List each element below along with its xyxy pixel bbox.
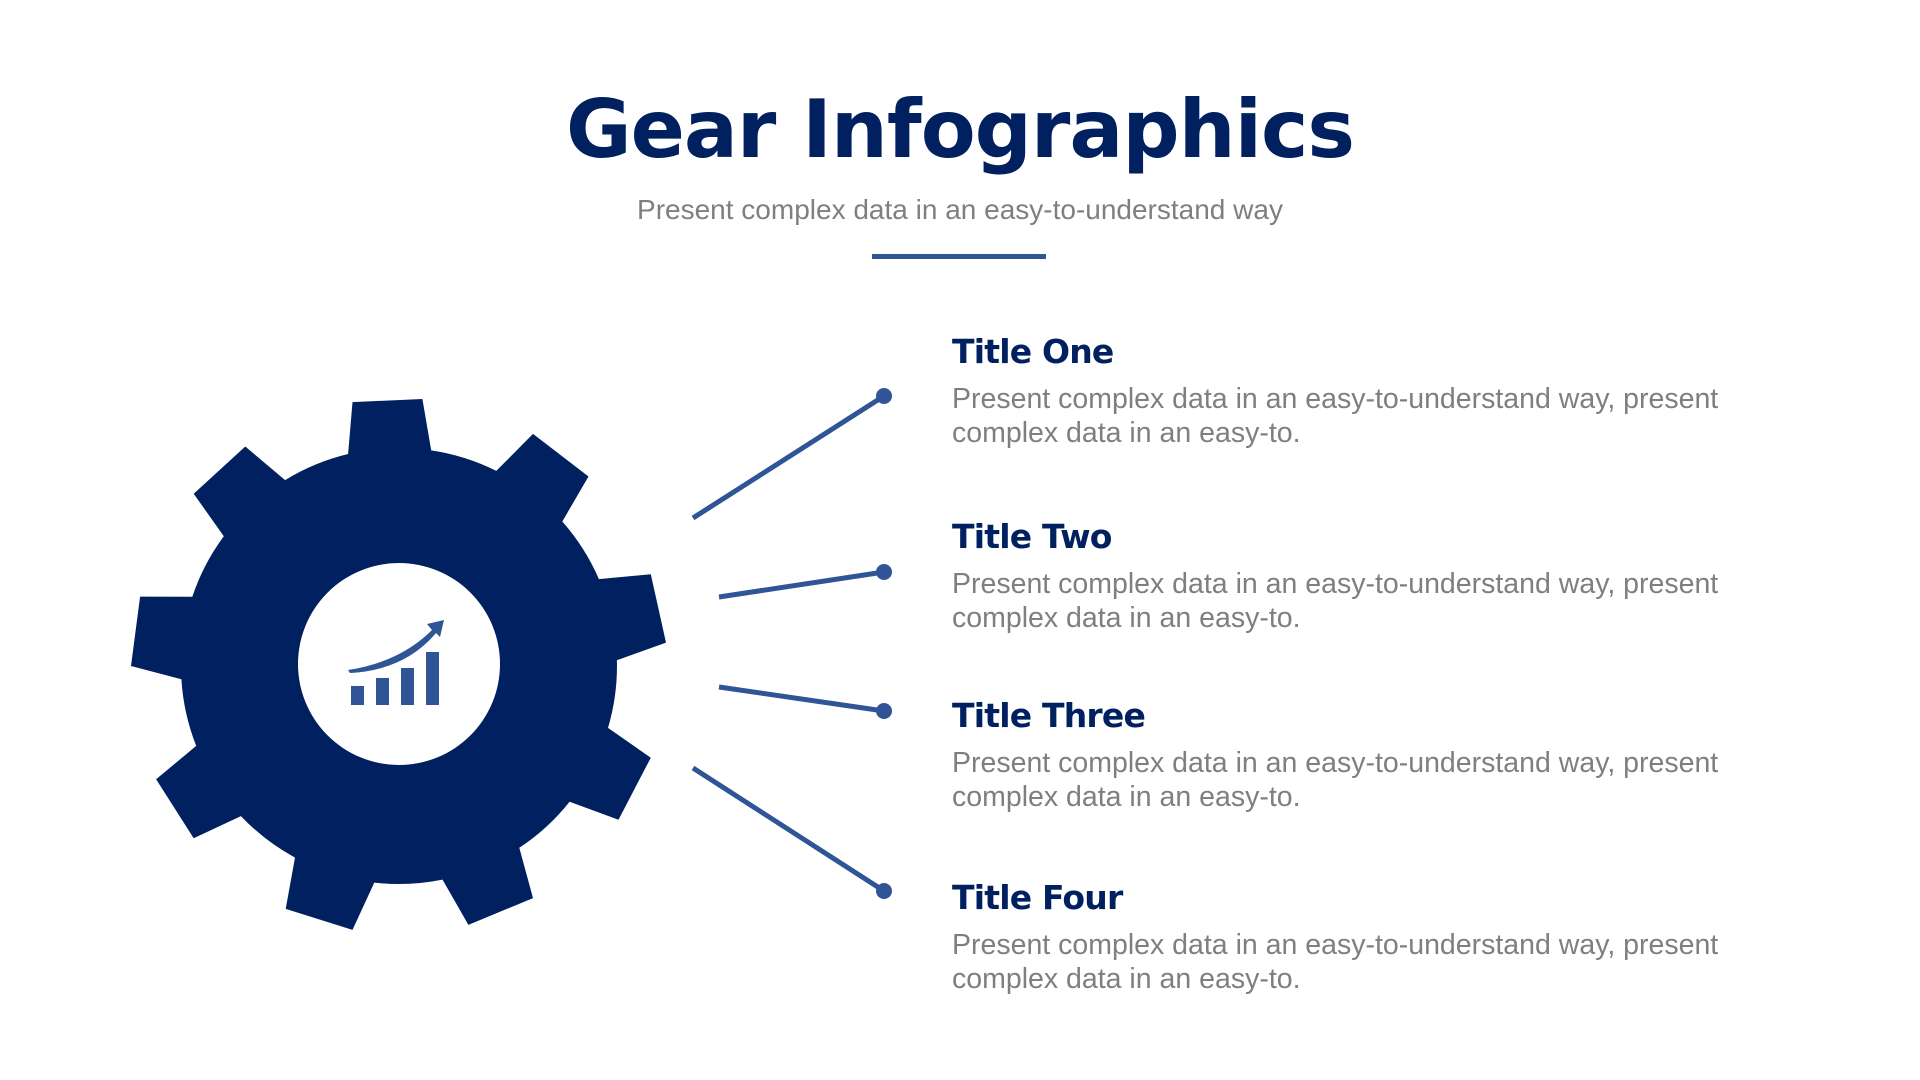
page-title: Gear Infographics [565, 83, 1355, 176]
item-description-line: complex data in an easy-to. [952, 602, 1301, 634]
gear-hub [298, 563, 500, 765]
connector-lines [691, 388, 892, 899]
item-description-line: Present complex data in an easy-to-under… [952, 568, 1719, 600]
item-description: Present complex data in an easy-to-under… [952, 928, 1812, 996]
page-subtitle: Present complex data in an easy-to-under… [637, 194, 1283, 225]
connector-line-2 [718, 569, 885, 600]
info-item-1: Title One Present complex data in an eas… [952, 332, 1812, 450]
connector-line-3 [718, 684, 885, 714]
info-item-4: Title Four Present complex data in an ea… [952, 878, 1812, 996]
title-divider [872, 254, 1046, 259]
info-item-3: Title Three Present complex data in an e… [952, 696, 1812, 814]
item-description-line: complex data in an easy-to. [952, 781, 1301, 813]
item-title: Title Two [952, 517, 1112, 556]
connector-dot-4 [876, 883, 892, 899]
item-title: Title One [952, 332, 1114, 371]
item-title: Title Three [952, 696, 1146, 735]
connector-dot-2 [876, 564, 892, 580]
connector-line-1 [691, 393, 886, 521]
item-description: Present complex data in an easy-to-under… [952, 746, 1812, 814]
item-description-line: complex data in an easy-to. [952, 417, 1301, 449]
item-description-line: Present complex data in an easy-to-under… [952, 383, 1719, 415]
item-description: Present complex data in an easy-to-under… [952, 382, 1812, 450]
connector-dot-3 [876, 703, 892, 719]
item-description: Present complex data in an easy-to-under… [952, 567, 1812, 635]
item-description-line: complex data in an easy-to. [952, 963, 1301, 995]
growth-chart-icon [348, 620, 444, 705]
item-description-line: Present complex data in an easy-to-under… [952, 747, 1719, 779]
connector-line-4 [691, 765, 886, 894]
item-title: Title Four [952, 878, 1123, 917]
item-description-line: Present complex data in an easy-to-under… [952, 929, 1719, 961]
info-item-2: Title Two Present complex data in an eas… [952, 517, 1812, 635]
connector-dot-1 [876, 388, 892, 404]
